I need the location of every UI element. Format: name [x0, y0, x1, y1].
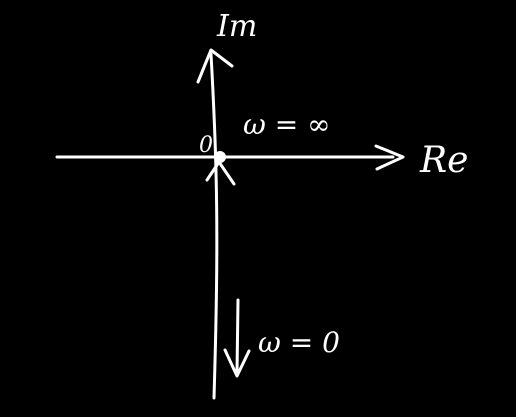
imaginary-axis — [209, 52, 219, 400]
omega-infinity-label: ω = ∞ — [243, 108, 330, 141]
omega-zero-direction-arrow — [235, 298, 240, 375]
omega-zero-label: ω = 0 — [258, 326, 340, 359]
origin-point — [214, 151, 226, 163]
approach-arrow-to-origin — [205, 160, 236, 186]
origin-label: 0 — [199, 133, 213, 158]
imaginary-axis-label: Im — [216, 9, 257, 44]
real-axis-arrowhead — [374, 144, 405, 171]
imaginary-axis-arrowhead — [196, 48, 234, 84]
real-axis-label: Re — [419, 140, 468, 181]
omega-zero-arrowhead — [223, 348, 251, 378]
